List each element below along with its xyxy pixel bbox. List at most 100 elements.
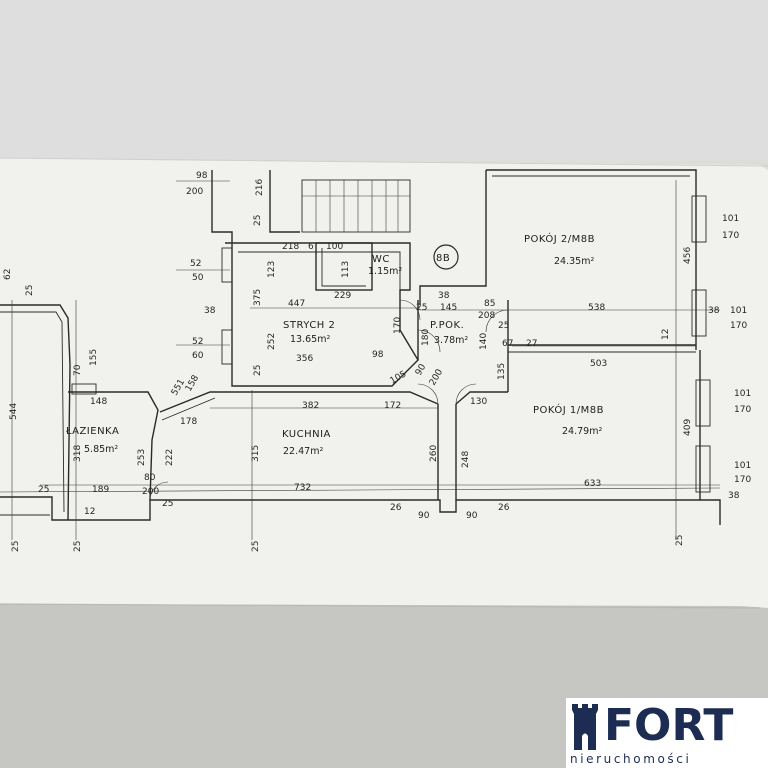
dimension-label: 123 [267,261,277,278]
dimension-label: 130 [470,397,487,407]
dimension-label: 253 [137,449,147,466]
dimension-label: 155 [89,349,99,366]
doors [149,299,509,501]
dimension-label: 456 [683,247,693,264]
dimension-label: 38 [438,291,450,301]
room-name-lazienka: ŁAZIENKA [65,426,119,437]
dimension-label: 356 [296,354,313,364]
dimension-label: 178 [180,417,197,427]
dimension-label: 172 [384,401,401,411]
dimension-label: 25 [675,535,685,546]
dimension-label: 38 [204,306,216,316]
dimension-label: 200 [142,487,159,497]
dimension-label: 98 [372,350,384,360]
dimension-label: 170 [393,317,403,334]
room-area-pokoj2: 24.35m² [554,256,594,267]
dimension-label: 60 [192,351,204,361]
dimension-label: 12 [84,507,95,517]
dimension-label: 52 [190,259,201,269]
room-area-strych: 13.65m² [290,334,330,345]
dimension-label: 100 [326,242,343,252]
tower-icon [572,704,598,750]
dimension-label: 315 [251,445,261,462]
dimension-label: 248 [461,451,471,468]
room-name-pokoj1: POKÓJ 1/M8B [533,403,604,416]
dimension-label: 447 [288,299,305,309]
room-name-ppok: P.POK. [430,320,464,331]
dimension-label: 101 [734,461,751,471]
unit-tag-circle [433,244,459,270]
dimension-label: 12 [661,329,671,340]
dimension-label: 25 [251,541,261,552]
room-name-kuchnia: KUCHNIA [282,429,331,440]
dimension-labels: 98 200 216 25 218 6 100 52 50 38 52 60 1… [3,171,751,552]
dimension-label: 170 [734,405,751,415]
dimension-label: 90 [414,362,429,377]
dimension-label: 158 [184,373,201,393]
dimension-label: 633 [584,479,601,489]
dimension-label: 62 [3,269,13,280]
room-name-wc: WC [372,254,390,265]
dimension-label: 6 [308,242,314,252]
dimension-label: 189 [92,485,109,495]
dimension-label: 538 [588,303,605,313]
dimension-label: 252 [267,333,277,350]
dimension-label: 80 [144,473,156,483]
dimension-label: 25 [253,365,263,376]
logo-subtitle: nieruchomości [570,752,692,766]
room-area-lazienka: 5.85m² [84,444,118,455]
room-name-pokoj2: POKÓJ 2/M8B [524,232,595,245]
dimension-label: 260 [429,445,439,462]
room-name-strych: STRYCH 2 [283,320,335,331]
dimension-label: 145 [440,303,457,313]
dimension-label: 101 [722,214,739,224]
dimension-label: 85 [484,299,495,309]
dimension-label: 170 [722,231,739,241]
room-area-ppok: 3.78m² [434,335,468,346]
walls [0,169,721,540]
dimension-label: 25 [73,541,83,552]
room-area-pokoj1: 24.79m² [562,426,602,437]
dimension-label: 101 [730,306,747,316]
dimension-label: 318 [73,445,83,462]
dimension-label: 375 [253,289,263,306]
dimension-label: 25 [498,321,509,331]
unit-tag: 8B [436,253,450,264]
fort-logo: FORT nieruchomości [566,698,768,768]
dimension-label: 544 [9,403,19,420]
dimension-label: 90 [418,511,430,521]
dimension-label: 27 [526,339,537,349]
dimension-label: 503 [590,359,607,369]
dimension-label: 67 [502,339,513,349]
dimension-label: 135 [497,363,507,380]
dimension-label: 732 [294,483,311,493]
dimension-label: 200 [428,367,445,387]
dimension-label: 409 [683,419,693,436]
room-area-wc: 1.15m² [368,266,402,277]
dimension-label: 26 [390,503,402,513]
dimension-label: 26 [498,503,510,513]
dimension-label: 25 [25,285,35,296]
dimension-label: 140 [479,333,489,350]
dimension-label: 70 [73,364,83,376]
dimension-label: 200 [186,187,203,197]
dimension-label: 148 [90,397,107,407]
dimension-label: 170 [734,475,751,485]
dimension-label: 25 [253,215,263,226]
dimension-label: 50 [192,273,204,283]
dimension-label: 25 [11,541,21,552]
dimension-label: 216 [255,179,265,196]
dimension-label: 52 [192,337,203,347]
dimension-label: 38 [708,306,720,316]
dimension-label: 170 [730,321,747,331]
dimension-label: 98 [196,171,208,181]
logo-word: FORT [604,700,734,751]
dimension-label: 25 [416,303,427,313]
dimension-label: 25 [38,485,49,495]
dimension-label: 382 [302,401,319,411]
dimension-label: 38 [728,491,740,501]
stairs [301,179,411,233]
windows [221,195,711,493]
